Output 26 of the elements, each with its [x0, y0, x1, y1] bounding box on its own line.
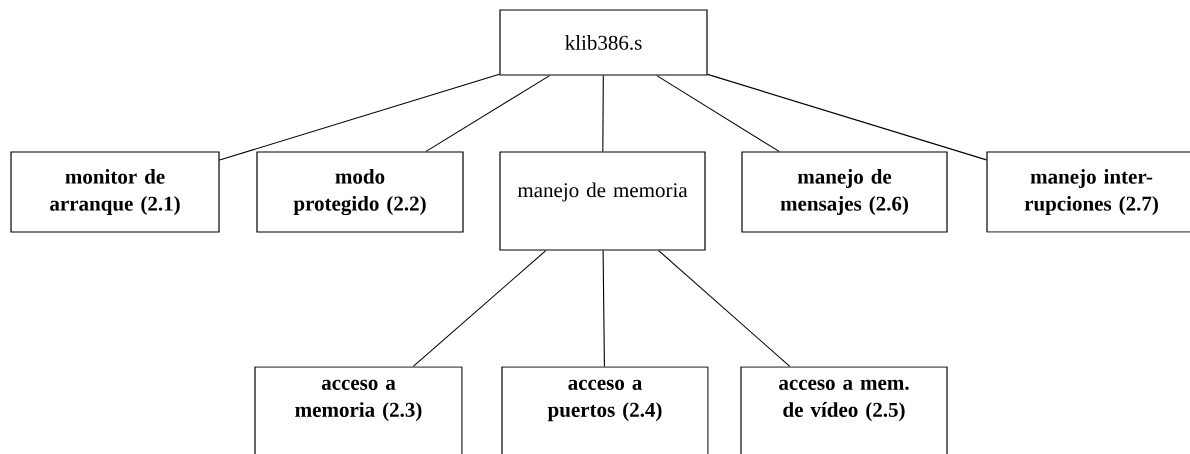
box-text: acceso a puertos (2.4) — [547, 379, 662, 422]
connector-line — [707, 73, 987, 161]
box-text: acceso a memoria (2.3) — [295, 379, 422, 422]
connector-line — [602, 75, 604, 152]
box-text: manejo de mensajes (2.6) — [780, 168, 908, 215]
box — [256, 151, 464, 233]
connector-line — [658, 250, 791, 367]
connector-line — [425, 75, 551, 152]
box — [254, 366, 463, 454]
box — [499, 151, 706, 251]
box — [499, 9, 708, 76]
box-text: manejo de memoria — [517, 182, 688, 202]
connector-line — [412, 250, 547, 367]
box-text: manejo inter- rupciones (2.7) — [1024, 168, 1158, 215]
connector-line — [656, 75, 780, 152]
box — [741, 151, 948, 233]
box — [986, 151, 1190, 233]
box — [10, 151, 220, 233]
connector-line — [602, 250, 605, 367]
box — [501, 366, 709, 454]
box-text: modo protegido (2.2) — [293, 168, 426, 216]
box-text: monitor de arranque (2.1) — [50, 168, 180, 215]
box-text: klib386.s — [565, 35, 642, 50]
box-text: acceso a mem. de vídeo (2.5) — [779, 379, 909, 422]
connector-line — [219, 73, 500, 161]
box — [740, 366, 948, 454]
